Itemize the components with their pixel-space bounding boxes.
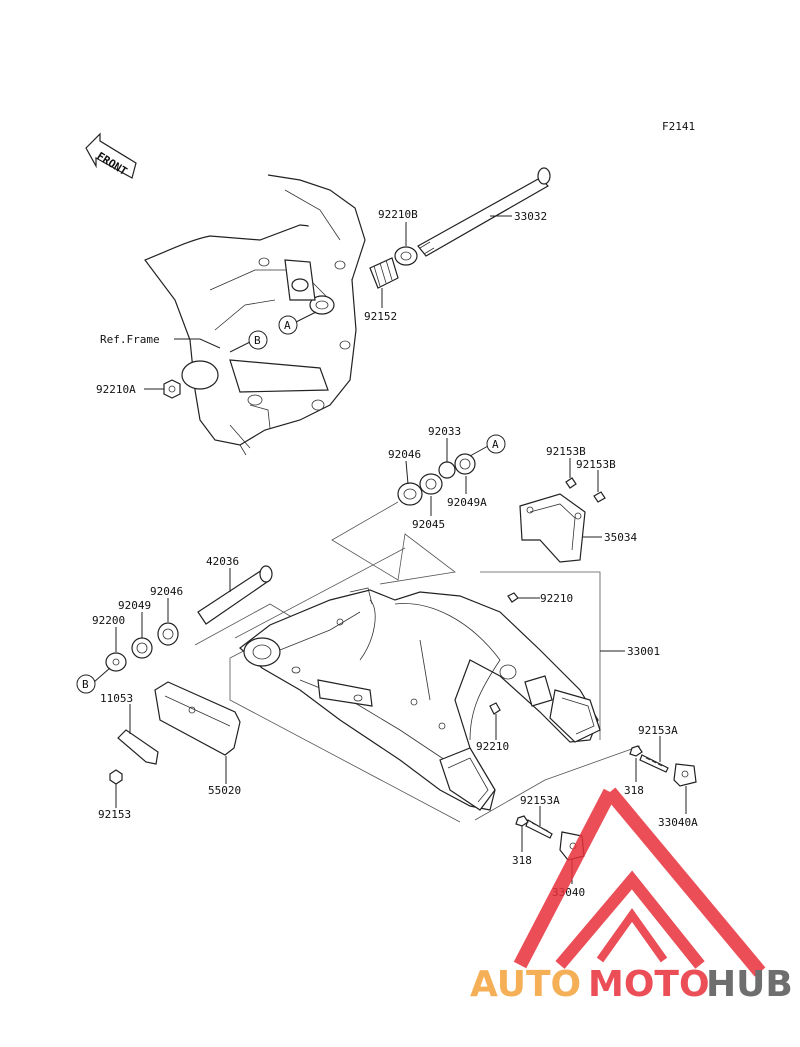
seal-92049A: [454, 453, 476, 475]
callout-a-bearing: A: [486, 434, 506, 454]
label-92153B-2: 92153B: [576, 458, 616, 471]
seal-92049: [131, 637, 153, 659]
collar-92152: [369, 257, 399, 289]
bolt-92153B-2: [593, 491, 606, 503]
adjuster-bolt-92153A-lower: [525, 819, 553, 839]
label-92049: 92049: [118, 599, 151, 612]
front-arrow-icon: FRONT: [85, 132, 137, 179]
shaft-42036: [197, 565, 273, 625]
chain-slider-55020: [154, 681, 241, 756]
bolt-92210-bottom: [489, 702, 501, 715]
washer-92200: [105, 652, 127, 672]
label-92210-top: 92210: [540, 592, 573, 605]
nut-92210A: [163, 379, 181, 399]
bolt-92153B-1: [565, 477, 577, 489]
label-92153: 92153: [98, 808, 131, 821]
leader-lines: [93, 215, 687, 884]
automotohub-logo: AUTO MOTO HUB: [470, 787, 793, 1005]
logo-text-moto: MOTO: [588, 964, 710, 1005]
label-92153A-lower: 92153A: [520, 794, 560, 807]
triangle-logo-icon: [513, 787, 766, 977]
label-11053: 11053: [100, 692, 133, 705]
label-92210-bottom: 92210: [476, 740, 509, 753]
svg-text:B: B: [82, 678, 89, 691]
frame-drawing: [144, 174, 366, 456]
label-92046-upper: 92046: [388, 448, 421, 461]
bearing-92046-upper: [397, 482, 423, 506]
svg-text:B: B: [254, 334, 261, 347]
bolt-92210-top: [507, 592, 519, 603]
label-92153B-1: 92153B: [546, 445, 586, 458]
callout-b-frame: B: [248, 330, 268, 350]
label-92045: 92045: [412, 518, 445, 531]
svg-text:A: A: [492, 438, 499, 451]
pivot-shaft-33032: [417, 167, 551, 257]
part-labels: 92210B 33032 92152 Ref.Frame 92210A 9203…: [92, 208, 698, 899]
swingarm-33001: [239, 587, 601, 811]
circlip-92033: [438, 461, 456, 479]
label-33001: 33001: [627, 645, 660, 658]
label-92046-lower: 92046: [150, 585, 183, 598]
label-92049A: 92049A: [447, 496, 487, 509]
bracket-11053: [117, 729, 159, 765]
adjuster-bolt-92153A-right: [639, 754, 669, 773]
logo-text-hub: HUB: [706, 964, 793, 1005]
svg-text:A: A: [284, 319, 291, 332]
label-92210A: 92210A: [96, 383, 136, 396]
label-92200: 92200: [92, 614, 125, 627]
bearing-92046-lower: [157, 622, 179, 646]
nut-318-lower: [515, 815, 529, 827]
nut-318-right: [629, 745, 643, 757]
chain-guide-35034: [519, 493, 586, 563]
label-33040A: 33040A: [658, 816, 698, 829]
bolt-92153: [109, 769, 123, 785]
logo-text-auto: AUTO: [470, 964, 581, 1005]
callout-b-washer: B: [76, 674, 96, 694]
label-92153A-right: 92153A: [638, 724, 678, 737]
label-33032: 33032: [514, 210, 547, 223]
nut-92210B: [394, 246, 418, 266]
label-318-right: 318: [624, 784, 644, 797]
label-55020: 55020: [208, 784, 241, 797]
label-35034: 35034: [604, 531, 637, 544]
label-92210B: 92210B: [378, 208, 418, 221]
label-ref-frame: Ref.Frame: [100, 333, 160, 346]
figure-code: F2141: [662, 120, 695, 133]
bearing-92045: [419, 473, 443, 495]
callout-a-frame: A: [278, 315, 298, 335]
label-92152: 92152: [364, 310, 397, 323]
label-92033: 92033: [428, 425, 461, 438]
label-42036: 42036: [206, 555, 239, 568]
block-33040A: [673, 763, 697, 787]
label-318-lower: 318: [512, 854, 532, 867]
